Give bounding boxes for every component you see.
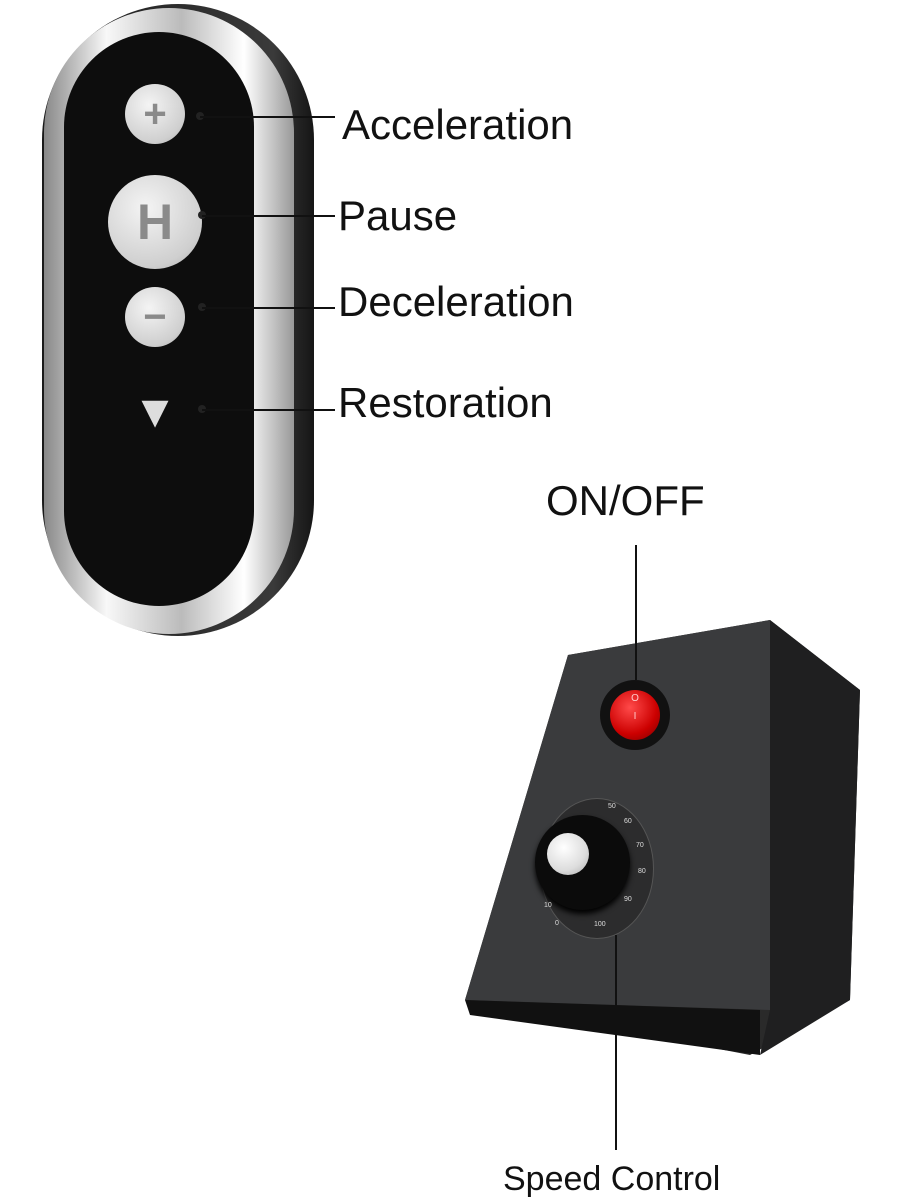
- dial-number: 60: [624, 818, 632, 825]
- minus-icon: −: [143, 294, 167, 339]
- deceleration-label: Deceleration: [338, 278, 574, 325]
- acceleration-button[interactable]: +: [125, 84, 185, 144]
- callout-line: [635, 545, 637, 680]
- dial-number: 10: [544, 902, 552, 909]
- dial-number: 80: [638, 868, 646, 875]
- callout-line: [202, 409, 335, 411]
- deceleration-button[interactable]: −: [125, 287, 185, 347]
- controller-box: [465, 620, 860, 1055]
- dial-number: 50: [608, 803, 616, 810]
- speed-control-knob[interactable]: [535, 815, 630, 910]
- on-off-label: ON/OFF: [546, 477, 705, 524]
- acceleration-label: Acceleration: [342, 101, 574, 148]
- switch-mark-off: O: [631, 693, 639, 704]
- pause-icon: H: [136, 194, 174, 250]
- power-switch[interactable]: O I: [600, 680, 670, 750]
- plus-icon: +: [143, 91, 167, 136]
- knob-cap: [547, 833, 589, 875]
- callout-line: [202, 307, 335, 309]
- dial-number: 90: [624, 896, 632, 903]
- dial-number: 0: [555, 920, 559, 927]
- callout-line: [615, 935, 617, 1150]
- callout-line: [200, 116, 335, 118]
- speed-control-label: Speed Control: [503, 1160, 721, 1198]
- power-switch-rocker: O I: [610, 690, 660, 740]
- pause-button[interactable]: H: [108, 175, 202, 269]
- restoration-button[interactable]: ▼: [130, 386, 180, 436]
- triangle-down-icon: ▼: [132, 385, 178, 437]
- callout-line: [202, 215, 335, 217]
- restoration-label: Restoration: [338, 379, 553, 426]
- dial-number: 70: [636, 842, 644, 849]
- pause-label: Pause: [338, 192, 458, 239]
- dial-number: 100: [594, 921, 606, 928]
- switch-mark-on: I: [633, 711, 637, 722]
